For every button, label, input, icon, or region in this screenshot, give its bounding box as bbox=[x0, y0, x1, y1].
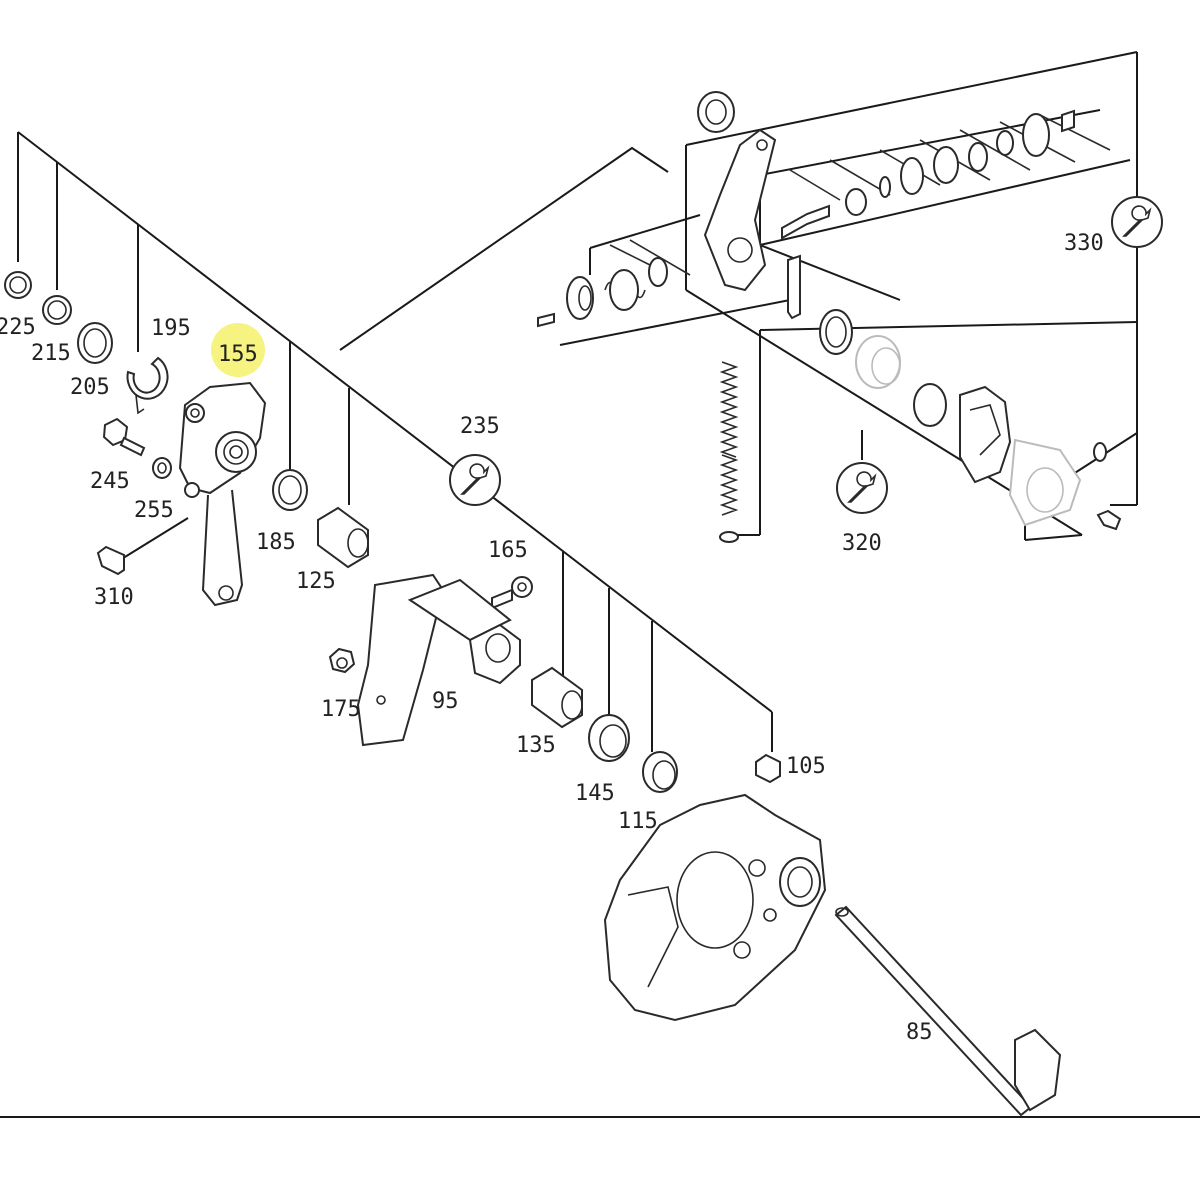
pin-2 bbox=[781, 204, 830, 240]
spring-seat-1 bbox=[566, 276, 594, 320]
housing-casting bbox=[603, 793, 827, 1022]
gear-2 bbox=[900, 157, 924, 195]
spring-1 bbox=[604, 269, 646, 311]
lever-plate bbox=[703, 128, 777, 292]
seal-small bbox=[1093, 442, 1107, 462]
spring-vertical-1 bbox=[719, 361, 739, 458]
main-leader-line bbox=[17, 131, 773, 713]
piston-2 bbox=[1022, 113, 1050, 157]
callout-175: 175 bbox=[321, 697, 361, 722]
ring-225 bbox=[4, 271, 32, 299]
callout-185: 185 bbox=[256, 530, 296, 555]
screw-small bbox=[1061, 109, 1075, 133]
screw-small-2 bbox=[1096, 509, 1122, 531]
callout-105: 105 bbox=[786, 754, 826, 779]
grease-nipple-310 bbox=[96, 517, 189, 576]
callout-245: 245 bbox=[90, 469, 130, 494]
nut-175 bbox=[328, 647, 356, 674]
callout-125: 125 bbox=[296, 569, 336, 594]
callout-255: 255 bbox=[134, 498, 174, 523]
wrench-icon bbox=[449, 454, 501, 506]
callout-155: 155 bbox=[218, 342, 258, 367]
nut-255 bbox=[152, 457, 172, 479]
callout-145: 145 bbox=[575, 781, 615, 806]
bushing-125 bbox=[317, 506, 369, 569]
pin-1 bbox=[537, 312, 555, 328]
callout-195: 195 bbox=[151, 316, 191, 341]
valve-1 bbox=[845, 188, 867, 216]
plug-small bbox=[719, 531, 739, 543]
bolt-245 bbox=[102, 417, 146, 457]
callout-235: 235 bbox=[460, 414, 500, 439]
bushing-135 bbox=[531, 666, 583, 729]
callout-85: 85 bbox=[906, 1020, 933, 1045]
plug-105 bbox=[755, 753, 781, 784]
seal-145 bbox=[588, 714, 630, 762]
callout-115: 115 bbox=[618, 809, 658, 834]
spring-vertical-2 bbox=[719, 454, 739, 516]
ring-215 bbox=[42, 295, 72, 325]
wrench-icon bbox=[836, 462, 888, 514]
washer-2 bbox=[968, 142, 988, 172]
snap-ring-195 bbox=[126, 356, 169, 400]
shaft-85 bbox=[834, 905, 1062, 1117]
callout-320: 320 bbox=[842, 531, 882, 556]
highlight-marker bbox=[211, 323, 265, 377]
clip bbox=[787, 254, 801, 320]
gear-top bbox=[697, 91, 735, 133]
bolt-165 bbox=[491, 576, 533, 610]
callout-225: 225 bbox=[0, 315, 36, 340]
bushing-2 bbox=[996, 130, 1014, 156]
needle-bearing bbox=[855, 335, 901, 389]
o-ring-large bbox=[819, 309, 853, 355]
callout-215: 215 bbox=[31, 341, 71, 366]
wrench-icon bbox=[1111, 196, 1163, 248]
callout-95: 95 bbox=[432, 689, 459, 714]
callout-135: 135 bbox=[516, 733, 556, 758]
cover-faint bbox=[1008, 438, 1082, 527]
washer-small bbox=[648, 257, 668, 287]
o-ring-2 bbox=[913, 383, 947, 427]
spring-2 bbox=[933, 146, 959, 184]
callout-165: 165 bbox=[488, 538, 528, 563]
bracket-95 bbox=[356, 573, 521, 747]
callout-205: 205 bbox=[70, 375, 110, 400]
callout-310: 310 bbox=[94, 585, 134, 610]
callout-330: 330 bbox=[1064, 231, 1104, 256]
o-ring-small bbox=[879, 176, 891, 198]
gasket bbox=[959, 385, 1012, 484]
slack-adjuster-155 bbox=[178, 381, 267, 607]
